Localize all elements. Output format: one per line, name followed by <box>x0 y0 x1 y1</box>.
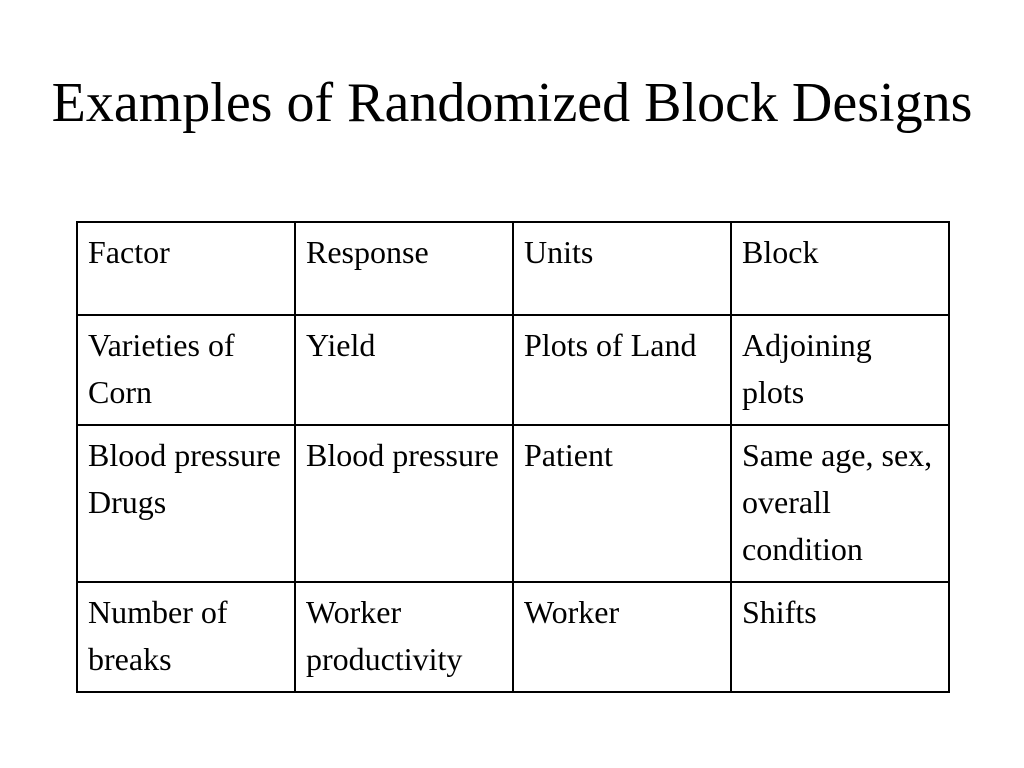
table-cell: Worker productivity <box>294 581 514 693</box>
table-cell: Yield <box>294 314 514 426</box>
table-cell: Blood pressure <box>294 424 514 583</box>
table-cell: Adjoining plots <box>730 314 950 426</box>
table-cell: Shifts <box>730 581 950 693</box>
header-factor: Factor <box>76 221 296 316</box>
table-cell: Blood pressure Drugs <box>76 424 296 583</box>
table-row: Number of breaks Worker productivity Wor… <box>76 581 950 693</box>
table-row: Blood pressure Drugs Blood pressure Pati… <box>76 424 950 583</box>
slide-title: Examples of Randomized Block Designs <box>51 72 973 134</box>
table-cell: Worker <box>512 581 732 693</box>
header-block: Block <box>730 221 950 316</box>
block-designs-table: Factor Response Units Block Varieties of… <box>76 221 950 693</box>
table-cell: Plots of Land <box>512 314 732 426</box>
table-header-row: Factor Response Units Block <box>76 221 950 316</box>
header-response: Response <box>294 221 514 316</box>
header-units: Units <box>512 221 732 316</box>
table-cell: Patient <box>512 424 732 583</box>
table-cell: Varieties of Corn <box>76 314 296 426</box>
table-cell: Same age, sex, overall condition <box>730 424 950 583</box>
table-row: Varieties of Corn Yield Plots of Land Ad… <box>76 314 950 426</box>
table-cell: Number of breaks <box>76 581 296 693</box>
